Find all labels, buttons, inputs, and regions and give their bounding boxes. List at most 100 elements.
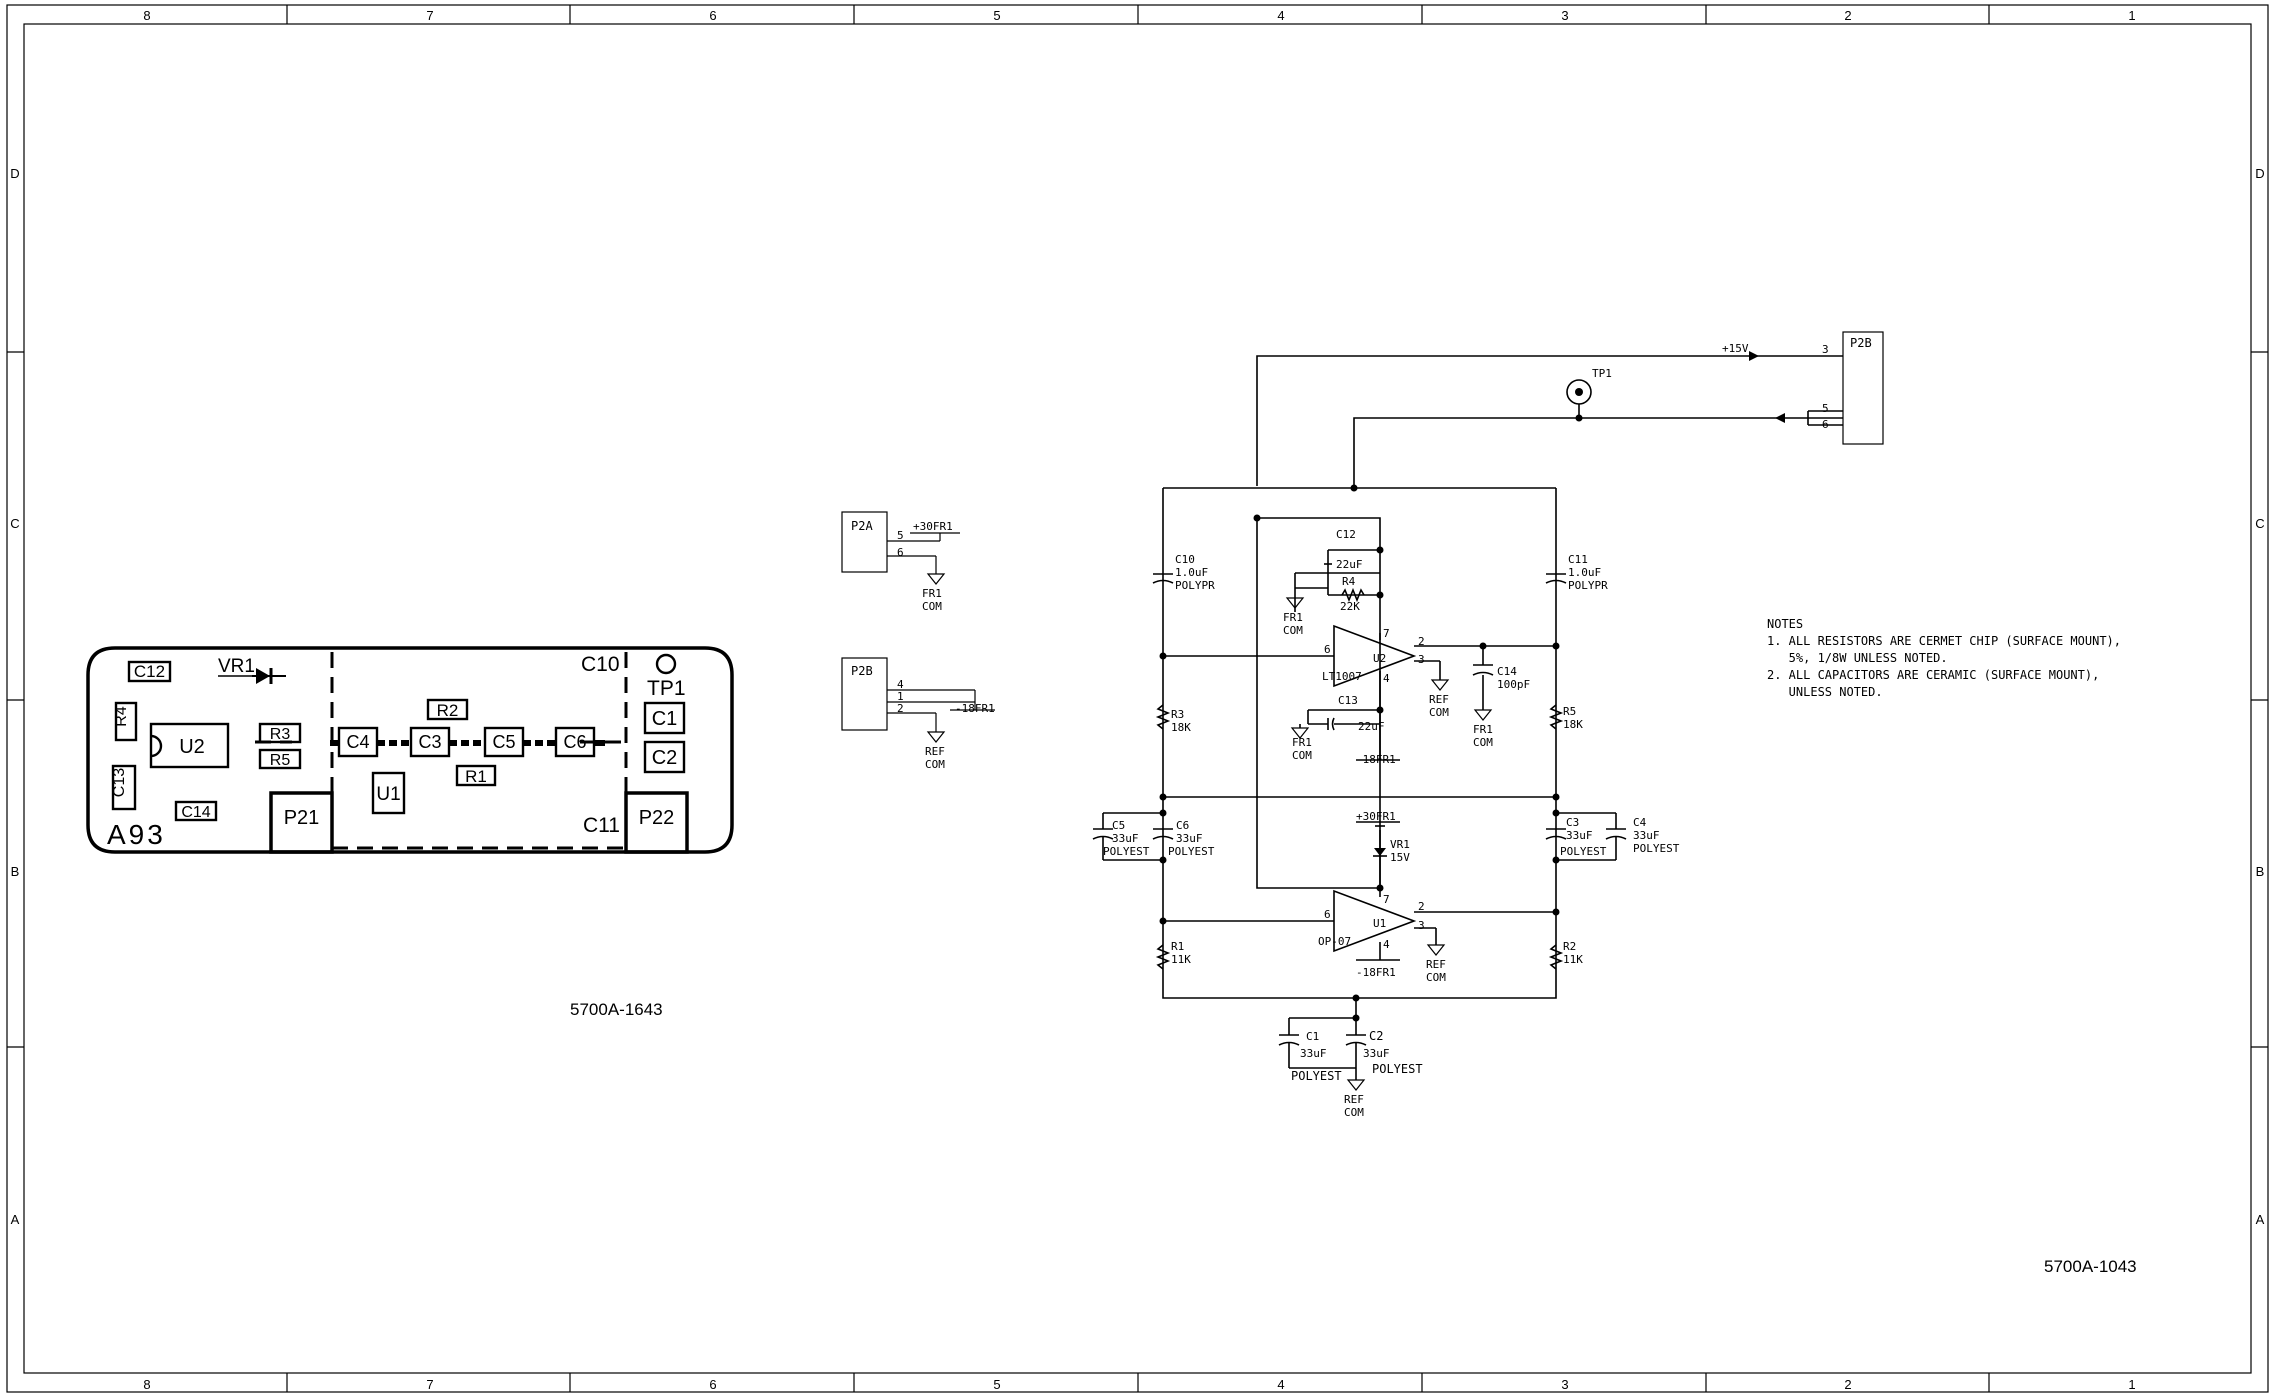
zone-bottom-6: 6: [709, 1377, 716, 1392]
capacitor-c2: C2 33uF POLYEST: [1345, 1029, 1423, 1076]
svg-text:REF: REF: [1344, 1093, 1364, 1106]
svg-text:P22: P22: [639, 807, 675, 829]
svg-text:U1: U1: [376, 784, 400, 805]
drawing-frame: 8 7 6 5 4 3 2 1 8 7 6 5 4 3 2 1 D C B A …: [6, 4, 2269, 1393]
svg-text:2: 2: [897, 702, 904, 715]
zone-bottom-1: 1: [2128, 1377, 2135, 1392]
layout-part-p22: P22: [624, 791, 689, 854]
svg-text:1.0uF: 1.0uF: [1568, 566, 1601, 579]
svg-text:C12: C12: [134, 662, 165, 681]
svg-text:R5: R5: [270, 752, 291, 769]
svg-text:22uF: 22uF: [1358, 720, 1385, 733]
ground-refcom-c: REF COM: [1344, 1079, 1366, 1119]
svg-text:POLYEST: POLYEST: [1633, 842, 1680, 855]
svg-text:33uF: 33uF: [1176, 832, 1203, 845]
svg-text:2: 2: [1418, 635, 1425, 648]
zone-top-7: 7: [426, 8, 433, 23]
svg-text:C4: C4: [1633, 816, 1647, 829]
svg-text:C13: C13: [111, 768, 128, 797]
note-line-4: UNLESS NOTED.: [1767, 685, 1883, 699]
svg-text:R2: R2: [437, 701, 459, 720]
connector-p2a: P2A 5 6 +30FR1 FR1 COM: [841, 511, 960, 613]
svg-text:TP1: TP1: [647, 677, 686, 700]
svg-text:33uF: 33uF: [1300, 1047, 1327, 1060]
svg-text:-18FR1: -18FR1: [955, 702, 995, 715]
note-line-2: 5%, 1/8W UNLESS NOTED.: [1767, 651, 1948, 665]
svg-text:6: 6: [1324, 908, 1331, 921]
svg-text:6: 6: [1324, 643, 1331, 656]
svg-text:C4: C4: [346, 732, 369, 752]
ground-fr1com-b: FR1 COM: [1473, 709, 1493, 749]
capacitor-c12: C12 22uF: [1324, 528, 1363, 571]
svg-text:VR1: VR1: [218, 656, 255, 677]
svg-text:7: 7: [1383, 893, 1390, 906]
svg-text:5: 5: [1822, 402, 1829, 415]
svg-text:U1: U1: [1373, 917, 1386, 930]
ground-fr1com-p2a: FR1 COM: [922, 573, 946, 613]
layout-part-r2: R2: [426, 698, 469, 721]
capacitor-c3: C3 33uF POLYEST: [1545, 816, 1607, 858]
svg-text:C6: C6: [1176, 819, 1189, 832]
layout-part-c5: C5: [483, 726, 525, 758]
layout-part-vr1: VR1: [218, 656, 286, 684]
resistor-r4: R4 22K: [1340, 575, 1365, 613]
resistor-r2: R2 11K: [1548, 940, 1583, 970]
zone-left-d: D: [10, 166, 19, 181]
zone-top-4: 4: [1277, 8, 1284, 23]
svg-text:REF: REF: [1429, 693, 1449, 706]
layout-part-r1: R1: [455, 764, 497, 787]
zone-bottom-8: 8: [143, 1377, 150, 1392]
layout-part-c13: C13: [111, 764, 137, 811]
label-neg18-a: -18FR1: [1356, 753, 1396, 766]
svg-text:R4: R4: [1342, 575, 1356, 588]
svg-text:33uF: 33uF: [1566, 829, 1593, 842]
svg-text:R4: R4: [113, 706, 130, 727]
ground-refcom-p2b: REF COM: [925, 731, 946, 771]
board-layout-view: C12 R4 C13 C14 U2 VR1 R3: [86, 646, 734, 854]
zone-top-8: 8: [143, 8, 150, 23]
capacitor-c4: C4 33uF POLYEST: [1605, 813, 1680, 860]
svg-text:VR1: VR1: [1390, 838, 1410, 851]
svg-text:POLYEST: POLYEST: [1372, 1062, 1423, 1076]
zone-top-2: 2: [1844, 8, 1851, 23]
schematic-wires: [1103, 351, 1843, 1080]
svg-text:R3: R3: [270, 726, 291, 743]
layout-part-c14: C14: [174, 800, 218, 822]
layout-part-c10: C10: [581, 653, 620, 676]
zone-right-d: D: [2255, 166, 2264, 181]
capacitor-c6: C6 33uF POLYEST: [1152, 819, 1215, 858]
svg-text:OP-07: OP-07: [1318, 935, 1351, 948]
svg-text:+30FR1: +30FR1: [913, 520, 953, 533]
svg-text:1.0uF: 1.0uF: [1175, 566, 1208, 579]
svg-text:POLYEST: POLYEST: [1560, 845, 1607, 858]
zone-left-c: C: [10, 516, 19, 531]
svg-text:C13: C13: [1338, 694, 1358, 707]
svg-text:TP1: TP1: [1592, 367, 1612, 380]
svg-text:COM: COM: [1344, 1106, 1364, 1119]
svg-text:COM: COM: [1283, 624, 1303, 637]
svg-text:7: 7: [1383, 627, 1390, 640]
ground-fr1com-a: FR1 COM: [1283, 597, 1305, 637]
zone-bottom-3: 3: [1561, 1377, 1568, 1392]
svg-text:6: 6: [897, 546, 904, 559]
zone-top-6: 6: [709, 8, 716, 23]
zone-labels-side: D C B A D C B A: [10, 166, 2264, 1227]
svg-text:C3: C3: [1566, 816, 1579, 829]
svg-text:U2: U2: [179, 736, 205, 758]
svg-text:C6: C6: [563, 732, 586, 752]
ground-refcom-a: REF COM: [1429, 679, 1450, 719]
zone-bottom-2: 2: [1844, 1377, 1851, 1392]
zone-labels-bottom: 8 7 6 5 4 3 2 1: [143, 1377, 2135, 1392]
svg-text:POLYPR: POLYPR: [1175, 579, 1215, 592]
capacitor-c10: C10 1.0uF POLYPR: [1152, 553, 1215, 592]
layout-part-p21: P21: [269, 791, 334, 854]
zone-bottom-7: 7: [426, 1377, 433, 1392]
svg-text:2: 2: [1418, 900, 1425, 913]
svg-text:33uF: 33uF: [1363, 1047, 1390, 1060]
resistor-r5: R5 18K: [1548, 704, 1583, 731]
layout-part-c3: C3: [409, 726, 451, 758]
zone-labels-top: 8 7 6 5 4 3 2 1: [143, 8, 2135, 23]
svg-text:P21: P21: [284, 807, 320, 829]
svg-text:18K: 18K: [1171, 721, 1191, 734]
